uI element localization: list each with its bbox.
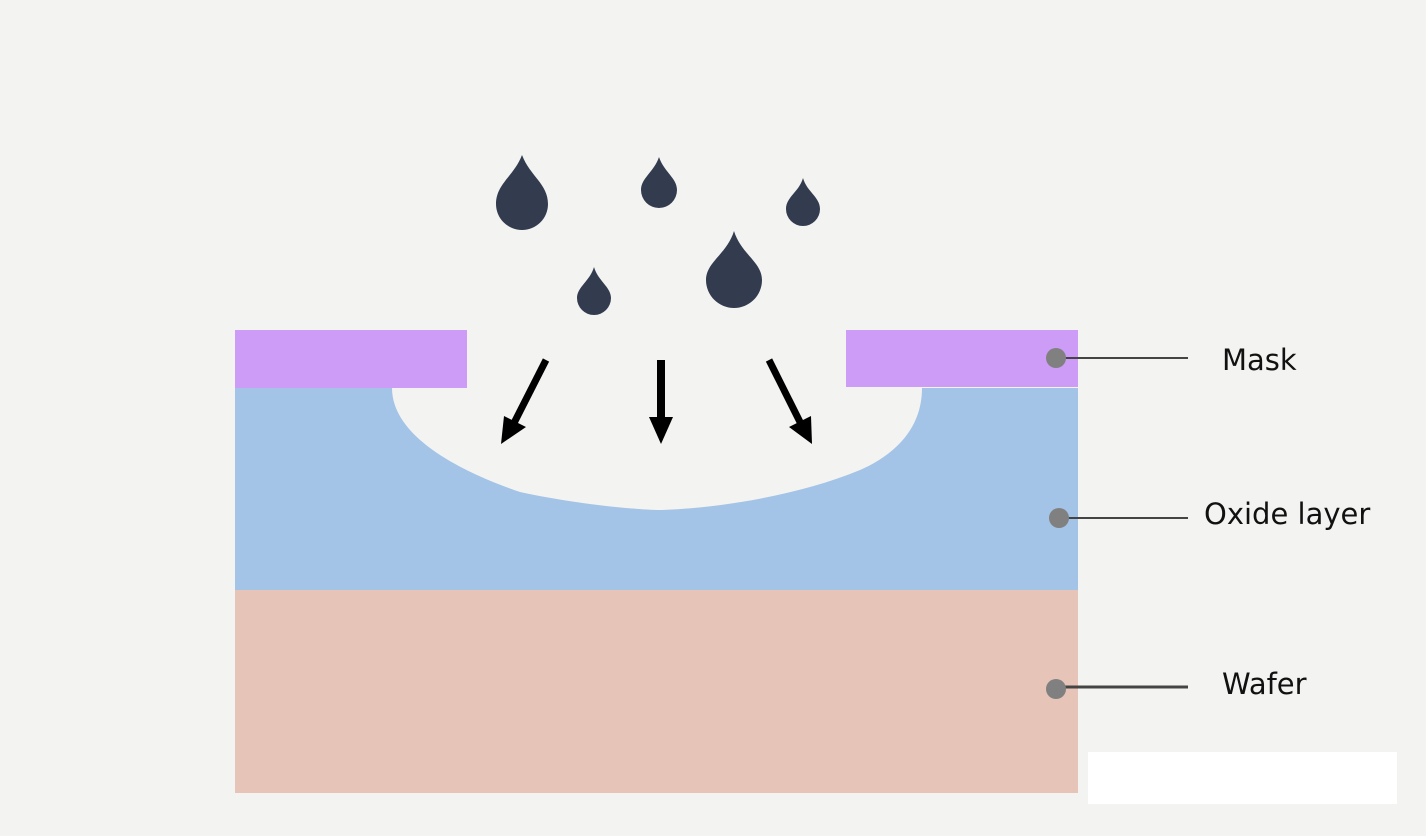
mask-block-right [846,330,1078,387]
oxide-layer-label: Oxide layer [1204,497,1371,531]
droplet-icon [786,178,820,226]
wafer-pointer-dot [1046,679,1066,699]
droplet-icon [496,155,548,230]
droplet-icon [641,157,677,208]
arrow-down-icon [789,416,812,444]
arrow-down-icon [649,417,673,444]
mask-pointer-dot [1046,348,1066,368]
droplet-icon [706,231,762,308]
wafer-layer [235,590,1078,793]
mask-label: Mask [1222,343,1297,377]
blank-box [1088,752,1397,804]
etched-cavity [392,388,922,510]
mask-block-left [235,330,467,388]
droplet-icon [577,267,611,315]
arrow-down-icon [501,416,526,444]
wafer-label: Wafer [1222,667,1307,701]
oxide-pointer-dot [1049,508,1069,528]
arrow-down-right-shaft [765,358,805,426]
arrow-down-left-shaft [509,358,550,427]
